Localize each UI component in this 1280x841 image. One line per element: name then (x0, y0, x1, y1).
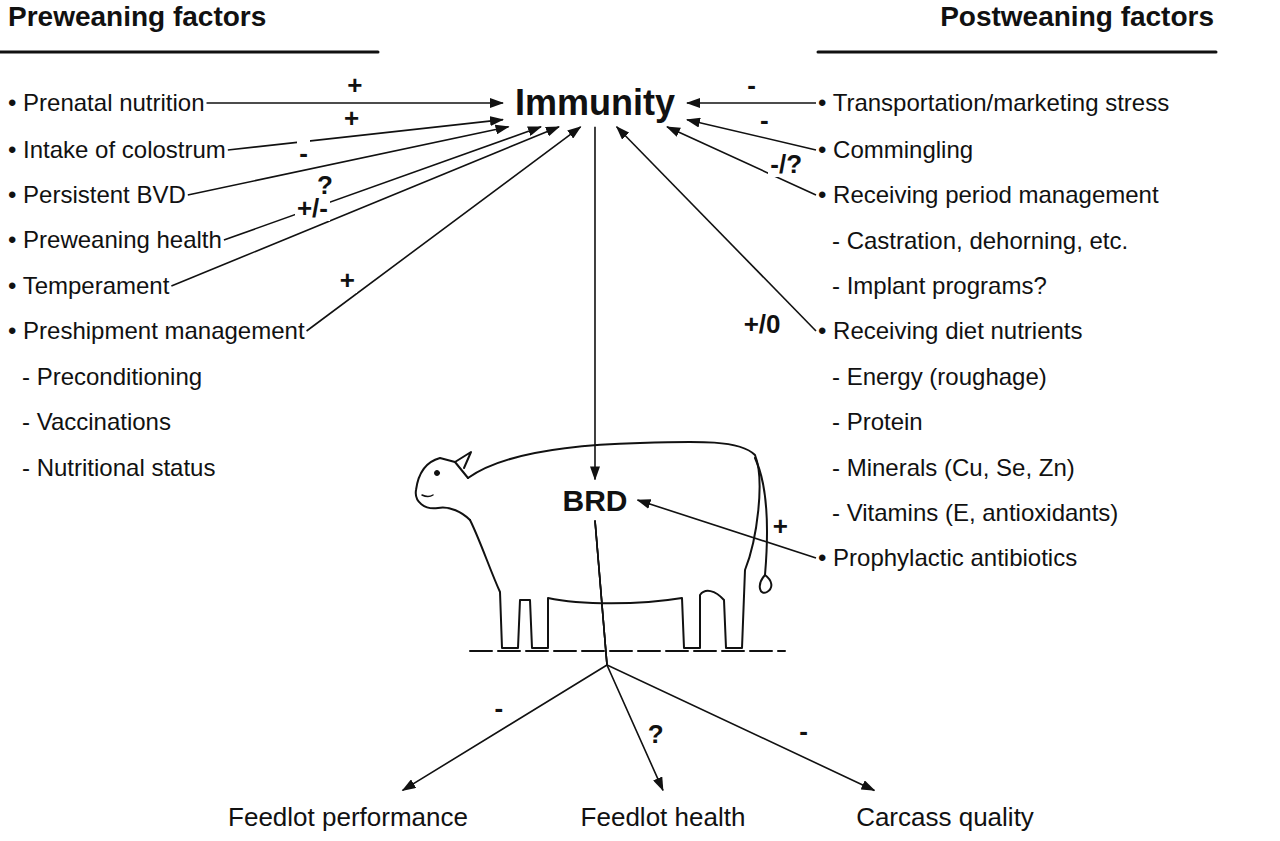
sub-item-text: - Energy (roughage) (832, 354, 1118, 400)
cow-ear (455, 452, 471, 468)
sub-item-text: - Vaccinations (22, 399, 305, 445)
influence-arrow (595, 521, 663, 791)
effect-sign: +/0 (742, 311, 783, 337)
effect-sign: - (797, 718, 810, 744)
factor-item: • Intake of colostrum (8, 127, 226, 173)
section-heading: Postweaning factors (940, 0, 1214, 34)
influence-arrow (207, 102, 503, 104)
cow-nostril (422, 495, 433, 497)
effect-sign: + (771, 513, 790, 539)
node-text: • Receiving diet nutrients (818, 308, 1118, 354)
factor-item: • Transportation/marketing stress (818, 80, 1169, 126)
influence-arrow (228, 120, 503, 150)
node-text: • Temperament (8, 263, 169, 309)
effect-sign: - (492, 695, 505, 721)
influence-arrow (188, 127, 509, 195)
factor-item: • Commingling (818, 127, 973, 173)
effect-sign: - (745, 72, 758, 98)
influence-arrow (224, 127, 541, 240)
factor-item: • Preweaning health (8, 217, 222, 263)
sub-item-text: - Preconditioning (22, 354, 305, 400)
influence-arrow (617, 127, 816, 331)
influence-arrow (667, 127, 816, 195)
effect-sign: + (345, 72, 364, 98)
section-heading: Preweaning factors (8, 0, 266, 34)
node-text: • Prophylactic antibiotics (818, 535, 1077, 581)
influence-arrow (687, 102, 816, 104)
outcome-label: Feedlot health (577, 790, 750, 835)
sub-item-text: - Vitamins (E, antioxidants) (832, 490, 1118, 536)
effect-sign: + (338, 267, 357, 293)
influence-arrow (638, 500, 817, 558)
factor-item: • Prophylactic antibiotics (818, 535, 1077, 581)
node-text: • Preweaning health (8, 217, 222, 263)
ground-line (470, 650, 785, 652)
node-text: Immunity (515, 83, 675, 123)
effect-sign: ? (646, 721, 666, 747)
node-text: Feedlot performance (228, 802, 468, 833)
node-text: • Prenatal nutrition (8, 80, 205, 126)
cow-tail-tuft (760, 575, 772, 593)
influence-arrow (594, 127, 596, 480)
node-text: • Preshipment management (8, 308, 305, 354)
effect-sign: - (297, 140, 310, 166)
node-text: • Intake of colostrum (8, 127, 226, 173)
sub-item-text: - Nutritional status (22, 445, 305, 491)
factor-item: • Persistent BVD (8, 172, 186, 218)
factor-item: • Temperament (8, 263, 169, 309)
outcome-label: Carcass quality (852, 790, 1038, 835)
effect-sign: +/- (295, 195, 330, 221)
sub-item-text: - Minerals (Cu, Se, Zn) (832, 445, 1118, 491)
cow-head (416, 458, 470, 520)
influence-arrow (403, 521, 607, 791)
cow-body (468, 442, 760, 648)
node-text: • Persistent BVD (8, 172, 186, 218)
node-text: • Receiving period management (818, 172, 1159, 218)
sub-item-text: - Protein (832, 399, 1118, 445)
cow-eye (435, 471, 440, 476)
influence-arrow (171, 127, 559, 286)
node-text: • Transportation/marketing stress (818, 80, 1169, 126)
effect-sign: + (342, 105, 361, 131)
heading-underline (818, 51, 1216, 54)
effect-sign: - (758, 107, 771, 133)
sub-item-text: - Implant programs? (832, 263, 1159, 309)
influence-arrow (307, 127, 581, 331)
factor-item: • Prenatal nutrition (8, 80, 205, 126)
node-text: Carcass quality (856, 802, 1034, 833)
node-text: Feedlot health (581, 802, 746, 833)
factor-item: • Receiving period management- Castratio… (818, 172, 1159, 309)
factor-item: • Receiving diet nutrients- Energy (roug… (818, 308, 1118, 536)
node-text: BRD (563, 484, 628, 517)
effect-sign: -/? (768, 151, 804, 177)
factor-item: • Preshipment management- Preconditionin… (8, 308, 305, 490)
heading-underline (0, 51, 378, 54)
sub-item-text: - Castration, dehorning, etc. (832, 218, 1159, 264)
cow-tail (755, 458, 767, 575)
node-text: • Commingling (818, 127, 973, 173)
outcome-label: Feedlot performance (224, 790, 472, 835)
hub-label: Immunity (505, 79, 685, 127)
disease-label: BRD (555, 480, 636, 521)
